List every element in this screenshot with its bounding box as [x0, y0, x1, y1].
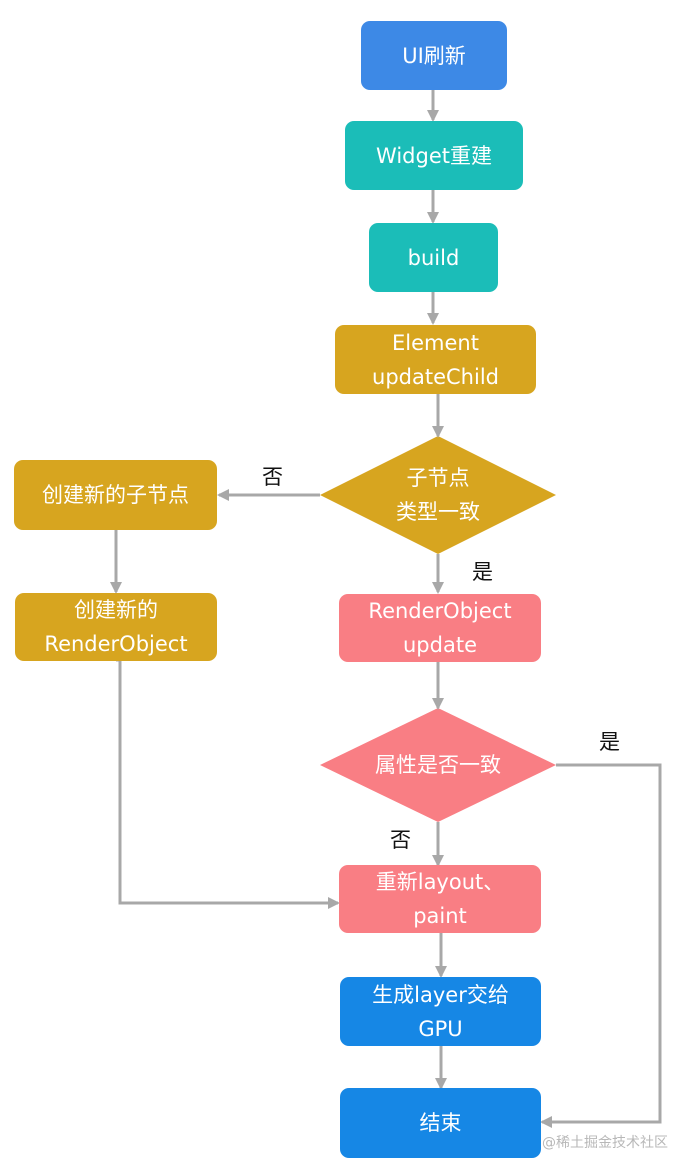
- widget-rebuild-node: Widget重建: [345, 121, 523, 190]
- ui-refresh-node: UI刷新: [361, 21, 507, 90]
- child-no-label: 否: [262, 465, 283, 489]
- end-node: 结束: [340, 1088, 541, 1158]
- child-type-decision-line1: 子节点: [406, 466, 470, 490]
- build-label: build: [407, 245, 460, 270]
- generate-layer-line2: GPU: [418, 1016, 463, 1041]
- relayout-line2: paint: [413, 904, 467, 928]
- attribute-yes-label: 是: [599, 730, 620, 754]
- attribute-decision: 属性是否一致: [350, 744, 526, 786]
- arrow-attribute-decision-yes-to-end: [540, 763, 662, 1128]
- create-child-label: 创建新的子节点: [42, 483, 189, 507]
- child-type-decision-shape: [320, 436, 556, 554]
- update-child-label: updateChild: [372, 364, 499, 389]
- child-type-decision: 子节点 类型一致: [362, 458, 514, 532]
- create-renderobject-node: 创建新的 RenderObject: [15, 593, 217, 661]
- generate-layer-line1: 生成layer交给: [372, 982, 509, 1007]
- child-yes-label: 是: [472, 560, 493, 584]
- build-node: build: [369, 223, 498, 292]
- element-update-child-node: Element updateChild: [335, 325, 536, 394]
- relayout-node: 重新layout、 paint: [339, 865, 541, 933]
- renderobject-label: RenderObject: [368, 599, 512, 623]
- arrow-create-renderobject-to-relayout: [116, 658, 340, 909]
- create-renderobject-line1: 创建新的: [74, 598, 158, 622]
- attribute-decision-label: 属性是否一致: [375, 753, 501, 777]
- relayout-line1: 重新layout、: [375, 870, 505, 894]
- attribute-no-label: 否: [390, 828, 411, 852]
- create-renderobject-line2: RenderObject: [44, 632, 188, 656]
- ui-refresh-label: UI刷新: [402, 43, 466, 68]
- renderobject-update-node: RenderObject update: [339, 594, 541, 662]
- watermark: @稀土掘金技术社区: [542, 1135, 668, 1151]
- element-label: Element: [392, 330, 479, 355]
- widget-rebuild-label: Widget重建: [376, 143, 492, 168]
- create-child-node: 创建新的子节点: [14, 460, 217, 530]
- attribute-decision-shape: [320, 708, 556, 822]
- end-label: 结束: [419, 1111, 462, 1135]
- generate-layer-node: 生成layer交给 GPU: [340, 977, 541, 1046]
- update-label: update: [403, 633, 477, 657]
- child-type-decision-line2: 类型一致: [396, 500, 480, 524]
